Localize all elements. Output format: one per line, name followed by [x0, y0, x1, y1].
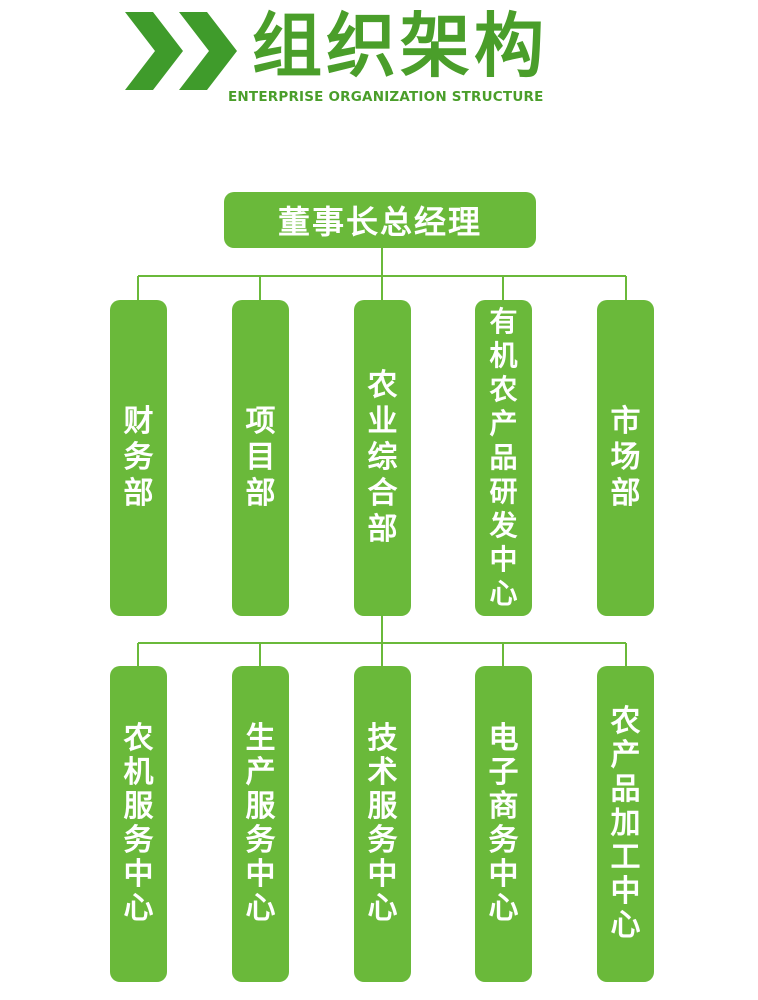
- org-root-node: 董事长总经理: [224, 192, 536, 248]
- double-chevron-right-icon: [125, 12, 237, 90]
- page-title: 组织架构: [252, 5, 548, 87]
- department-label: 项目部: [245, 404, 276, 511]
- department-node-organic-rnd: 有机农产品研发中心: [475, 300, 532, 616]
- sub-center-node-production: 生产服务中心: [232, 666, 289, 982]
- sub-center-label: 技术服务中心: [367, 721, 398, 926]
- department-node-project: 项目部: [232, 300, 289, 616]
- sub-center-node-processing: 农产品加工中心: [597, 666, 654, 982]
- sub-center-node-ecommerce: 电子商务中心: [475, 666, 532, 982]
- sub-center-label: 电子商务中心: [488, 721, 519, 926]
- sub-center-label: 农机服务中心: [123, 721, 154, 926]
- department-label: 农业综合部: [367, 368, 398, 547]
- sub-center-node-machinery: 农机服务中心: [110, 666, 167, 982]
- department-node-market: 市场部: [597, 300, 654, 616]
- page-subtitle: ENTERPRISE ORGANIZATION STRUCTURE: [228, 89, 544, 105]
- department-node-finance: 财务部: [110, 300, 167, 616]
- department-node-agriculture: 农业综合部: [354, 300, 411, 616]
- sub-center-label: 农产品加工中心: [610, 704, 641, 943]
- sub-center-label: 生产服务中心: [245, 721, 276, 926]
- department-label: 财务部: [123, 404, 154, 511]
- sub-center-node-technical: 技术服务中心: [354, 666, 411, 982]
- department-label: 有机农产品研发中心: [489, 305, 518, 610]
- department-label: 市场部: [610, 404, 641, 511]
